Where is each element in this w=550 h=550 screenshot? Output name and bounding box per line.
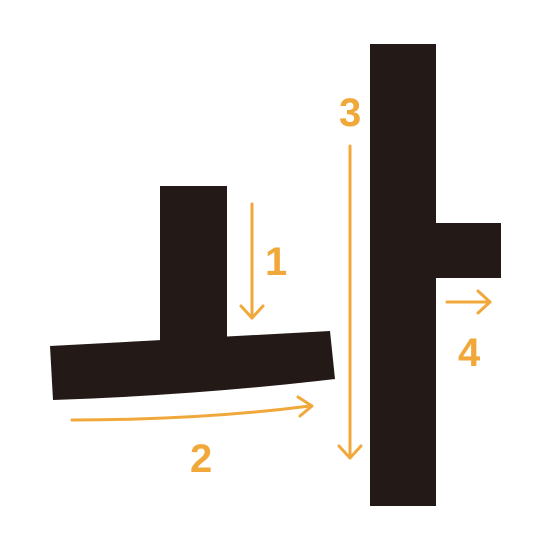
glyph-stroke-curved-horizontal <box>50 331 335 400</box>
character-glyph <box>50 44 501 506</box>
glyph-stroke-right-tick <box>434 223 501 278</box>
stroke-number-2: 2 <box>190 437 212 481</box>
glyph-stroke-long-vertical <box>370 44 436 506</box>
stroke-annotations <box>70 144 492 460</box>
glyph-stroke-short-vertical <box>160 186 227 348</box>
stroke-numbers: 1 2 3 4 <box>190 91 481 481</box>
stroke-number-1: 1 <box>265 240 287 284</box>
stroke-arrow-3 <box>337 144 363 460</box>
stroke-arrow-4 <box>445 289 492 315</box>
stroke-number-4: 4 <box>458 331 481 375</box>
stroke-arrow-2 <box>70 395 314 422</box>
stroke-arrow-1 <box>239 202 265 320</box>
stroke-number-3: 3 <box>339 91 361 135</box>
